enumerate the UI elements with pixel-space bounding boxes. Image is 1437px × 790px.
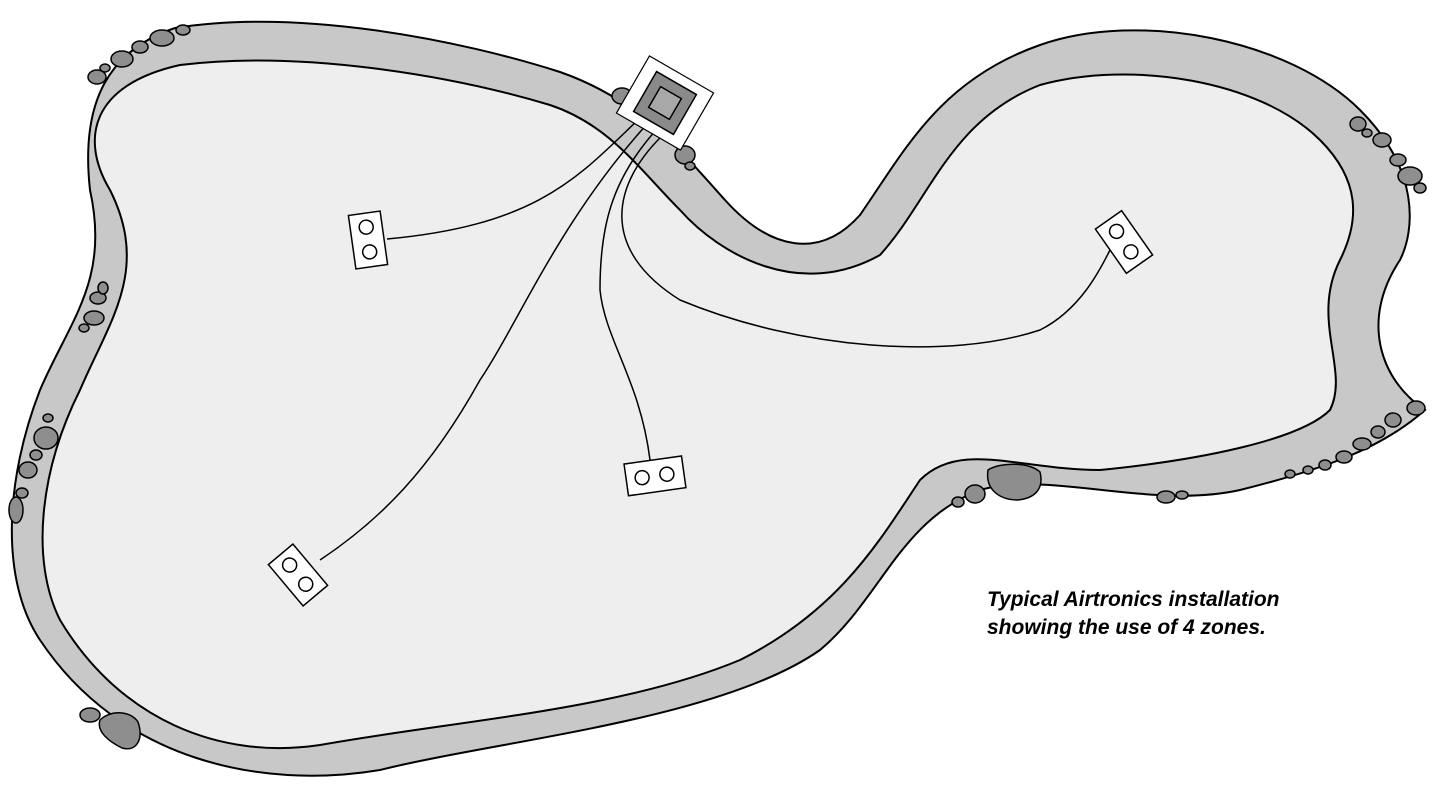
rock (1384, 412, 1402, 428)
rock (29, 449, 43, 461)
rock (15, 487, 29, 499)
cable-zone-3 (599, 127, 659, 461)
rock (1352, 437, 1372, 451)
rock (42, 413, 54, 423)
rock (83, 310, 105, 326)
zone-unit-3 (623, 455, 687, 497)
rock (149, 29, 175, 47)
cable-zone-2 (319, 122, 649, 561)
rock (99, 63, 111, 73)
rock (79, 707, 101, 723)
rock (951, 496, 965, 508)
rock (18, 461, 38, 479)
diffuser-port (634, 469, 650, 486)
zone-unit-2 (267, 542, 329, 608)
diagram-caption: Typical Airtronics installation showing … (987, 586, 1407, 642)
rock (1335, 450, 1353, 464)
rock (1318, 459, 1332, 471)
rock (684, 161, 696, 171)
zone-cables (319, 117, 1111, 561)
rock (1413, 182, 1427, 194)
rock (110, 50, 134, 68)
diffuser-port (297, 576, 314, 592)
rock (1406, 400, 1426, 416)
controller-unit (615, 55, 715, 151)
rock (97, 281, 109, 295)
diffuser-port (358, 219, 374, 235)
cable-zone-1 (386, 117, 641, 240)
rock (1361, 128, 1373, 138)
rock (1349, 116, 1367, 132)
rock (1370, 425, 1386, 439)
rock (78, 323, 90, 333)
rock (33, 426, 59, 450)
diffuser-port (659, 466, 675, 482)
rock (964, 484, 986, 504)
zone-unit-4 (1094, 209, 1154, 275)
rock (175, 24, 191, 36)
cable-zone-4 (621, 132, 1111, 348)
rock (8, 496, 24, 524)
controller-panel (647, 85, 683, 121)
diffuser-port (1108, 223, 1125, 240)
diffuser-port (361, 244, 378, 260)
rock (89, 291, 107, 305)
rock (1175, 490, 1189, 500)
edge-rocks (8, 24, 1427, 750)
pond-water (41, 59, 1355, 749)
rock (1372, 132, 1392, 148)
rock (1397, 166, 1423, 186)
rock (1284, 469, 1296, 479)
rock (98, 712, 141, 750)
rock (1156, 490, 1176, 504)
rock (986, 463, 1042, 501)
rock (1389, 153, 1407, 167)
rock (1302, 465, 1314, 475)
caption-line-1: Typical Airtronics installation (987, 588, 1280, 611)
diffuser-port (1123, 244, 1139, 260)
rock (131, 40, 149, 54)
zone-unit-1 (347, 210, 389, 270)
diffuser-port (281, 557, 298, 573)
rock (87, 69, 107, 85)
caption-line-2: showing the use of 4 zones. (987, 616, 1266, 639)
